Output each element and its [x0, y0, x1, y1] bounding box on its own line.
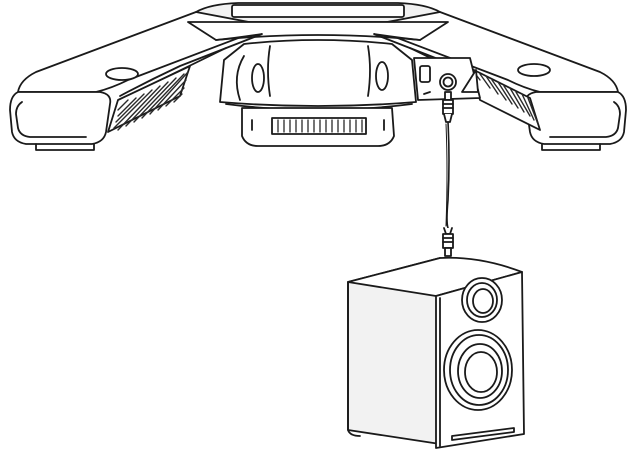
audio-cable [442, 91, 454, 257]
usb-port-icon [419, 65, 431, 83]
speakerphone [9, 2, 627, 151]
speakerphone-center-base [219, 39, 417, 111]
speakerphone-left-end [9, 91, 112, 151]
left-microphone-icon [105, 67, 139, 81]
audio-out-port [413, 57, 481, 101]
external-speaker [347, 256, 525, 449]
speaker-woofer [443, 329, 513, 411]
bottom-audio-plug [442, 227, 454, 257]
speakerphone-top-hump [187, 2, 449, 23]
top-audio-plug [442, 91, 454, 123]
speakerphone-right-end [524, 91, 627, 151]
cable-wire [446, 121, 450, 229]
speaker-bass-port [451, 427, 515, 441]
left-speaker-grille [107, 65, 191, 133]
bottom-vent-foot [241, 107, 395, 147]
right-microphone-icon [517, 63, 551, 77]
speaker-tweeter [461, 277, 503, 323]
